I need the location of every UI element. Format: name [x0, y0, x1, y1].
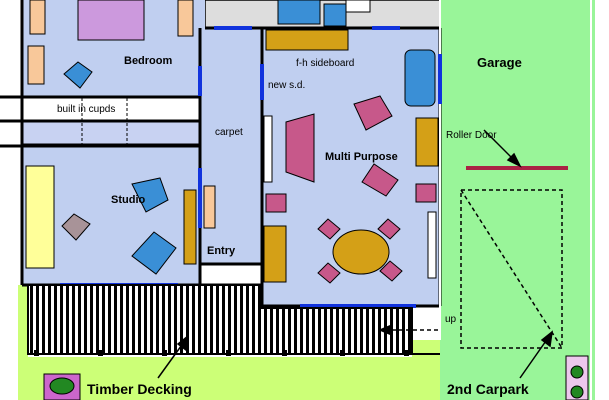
dining-chairs — [317, 218, 403, 284]
shrub-left-icon — [49, 377, 75, 395]
label-built-in-cupboards: built in cupds — [57, 104, 115, 115]
studio-bench — [183, 189, 197, 265]
label-up: up — [445, 314, 457, 325]
car-outline — [460, 189, 563, 349]
studio-chair-bottom — [131, 231, 177, 275]
gold-bench-low — [263, 225, 287, 283]
pink-ottoman — [265, 193, 287, 213]
white-shelf-left — [263, 115, 273, 183]
shrub-right-top-icon — [570, 365, 584, 379]
bedroom-dresser — [27, 45, 45, 85]
label-sideboard: f-h sideboard — [296, 58, 354, 69]
studio-desk — [25, 165, 55, 269]
label-carpet: carpet — [215, 127, 243, 138]
white-shelf-right — [427, 211, 437, 279]
bedroom-chair — [63, 61, 93, 89]
dining-table — [332, 229, 390, 275]
annex-appliance-left — [277, 0, 321, 25]
pink-couch — [285, 113, 315, 183]
room-label-entry: Entry — [207, 245, 236, 257]
entry-closet — [203, 185, 216, 229]
arrows — [157, 129, 554, 379]
gold-cabinet-right — [415, 117, 439, 167]
pink-box-right — [415, 183, 437, 203]
deck-posts — [34, 350, 409, 356]
built-in-cupboard-lower — [21, 121, 201, 145]
studio-stool — [61, 213, 91, 241]
annex-cabinet — [345, 0, 371, 13]
label-roller-door: Roller Door — [446, 130, 497, 141]
entry-area — [200, 28, 262, 264]
top-annex — [204, 0, 441, 29]
room-label-garage: Garage — [477, 55, 522, 70]
front-lawn — [20, 357, 412, 400]
annex-appliance-right — [323, 3, 347, 27]
blue-cabinet — [404, 49, 436, 107]
pink-chair-mid — [361, 163, 399, 197]
built-in-cupboard-upper — [21, 97, 201, 121]
label-timber-decking: Timber Decking — [87, 381, 192, 397]
room-label-studio: Studio — [111, 194, 145, 206]
timber-decking-area — [27, 284, 413, 355]
bedside-right — [177, 0, 194, 37]
room-label-multi-purpose: Multi Purpose — [325, 151, 398, 163]
room-label-bedroom: Bedroom — [124, 55, 173, 67]
label-new-sd: new s.d. — [268, 80, 305, 91]
shrub-right-bottom-icon — [570, 385, 584, 399]
left-lawn-strip — [18, 285, 28, 400]
sideboard — [265, 29, 349, 51]
bedside-left — [29, 0, 46, 35]
label-second-carpark: 2nd Carpark — [447, 381, 529, 397]
studio-chair-top — [131, 177, 169, 213]
pink-chair-top — [353, 95, 393, 131]
bed — [77, 0, 145, 41]
